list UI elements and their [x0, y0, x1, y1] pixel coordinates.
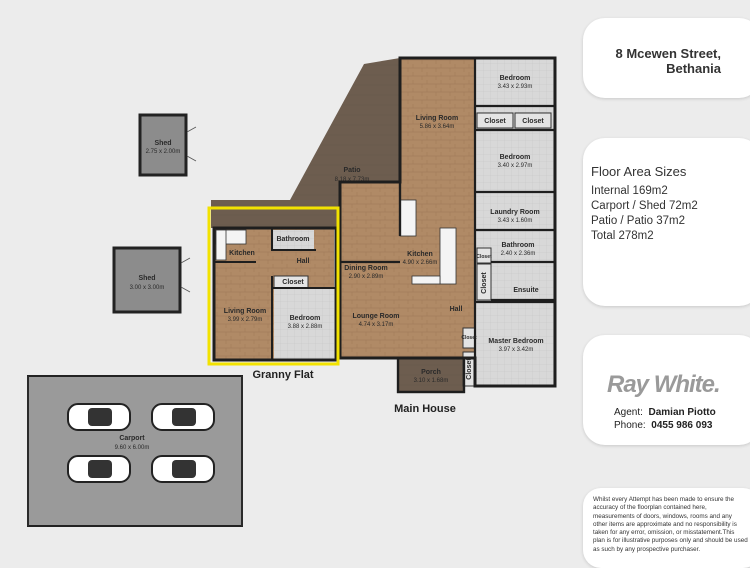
bedroom1-dims: 3.43 x 2.93m: [498, 84, 533, 90]
closet3-label: Closet: [476, 254, 492, 260]
laundry-label: Laundry Room: [490, 209, 539, 216]
floor-area-title: Floor Area Sizes: [591, 164, 687, 179]
ensuite-label: Ensuite: [513, 287, 538, 294]
agent-label: Agent:: [614, 407, 643, 418]
car-icon: [151, 403, 215, 431]
granny-flat-title: Granny Flat: [252, 369, 313, 381]
shed-small-label: Shed: [154, 140, 171, 147]
lounge-room-dims: 4.74 x 3.17m: [359, 322, 394, 328]
main-house-title: Main House: [394, 403, 456, 415]
porch-label: Porch: [421, 369, 441, 376]
gf-bedroom-label: Bedroom: [290, 315, 321, 322]
closet1-label: Closet: [484, 118, 506, 125]
address-line2: Bethania: [666, 61, 721, 76]
agent-phone[interactable]: 0455 986 093: [651, 420, 713, 431]
gf-hall-label: Hall: [297, 258, 310, 265]
car-icon: [67, 455, 131, 483]
phone-label: Phone:: [614, 420, 646, 431]
carport: Carport 9.60 x 6.00m: [27, 375, 243, 527]
disclaimer-card: Whilst every Attempt has been made to en…: [583, 488, 750, 568]
patio-label: Patio: [343, 167, 360, 174]
closet5-label: Closet: [461, 335, 477, 341]
dining-room-dims: 2.90 x 2.89m: [349, 274, 384, 280]
master-bedroom-label: Master Bedroom: [488, 338, 543, 345]
closet2-label: Closet: [522, 118, 544, 125]
bedroom2-label: Bedroom: [500, 154, 531, 161]
floor-area-line: Patio / Patio 37m2: [591, 215, 685, 227]
closet4-label: Closet: [481, 272, 488, 294]
carport-dims: 9.60 x 6.00m: [115, 445, 150, 451]
shed-large-dims: 3.00 x 3.00m: [130, 285, 165, 291]
kitchen-label: Kitchen: [407, 251, 433, 258]
gf-living-label: Living Room: [224, 308, 266, 315]
master-bedroom-dims: 3.97 x 3.42m: [499, 347, 534, 353]
shed-small: Shed 2.75 x 2.00m: [138, 113, 197, 177]
floor-area-line: Internal 169m2: [591, 185, 668, 197]
granny-flat-highlight: [207, 206, 340, 366]
gf-bathroom-label: Bathroom: [276, 236, 309, 243]
agent-name: Damian Piotto: [648, 407, 716, 418]
address-line1: 8 Mcewen Street,: [615, 46, 722, 61]
floor-area-card: Floor Area Sizes Internal 169m2 Carport …: [583, 138, 750, 306]
bedroom2-dims: 3.40 x 2.97m: [498, 163, 533, 169]
agent-card: Ray White. Agent: Damian Piotto Phone: 0…: [583, 335, 750, 445]
living-room-dims: 5.86 x 3.64m: [420, 124, 455, 130]
gf-living-dims: 3.99 x 2.79m: [228, 317, 263, 323]
main-house: Living Room 5.86 x 3.64m Kitchen 4.90 x …: [338, 56, 557, 394]
bathroom-label: Bathroom: [501, 242, 534, 249]
ray-white-logo: Ray White.: [607, 371, 721, 398]
porch-dims: 3.10 x 1.68m: [414, 378, 449, 384]
carport-label: Carport: [119, 435, 145, 442]
shed-small-dims: 2.75 x 2.00m: [146, 149, 181, 155]
car-icon: [67, 403, 131, 431]
shed-large-label: Shed: [138, 275, 155, 282]
disclaimer-text: Whilst every Attempt has been made to en…: [593, 496, 748, 553]
patio-dims: 8.18 x 7.73m: [335, 177, 370, 183]
gf-closet-label: Closet: [282, 279, 304, 286]
car-icon: [151, 455, 215, 483]
dining-room-label: Dining Room: [344, 265, 388, 272]
kitchen-dims: 4.90 x 2.66m: [403, 260, 438, 266]
shed-large: Shed 3.00 x 3.00m: [112, 246, 191, 314]
gf-kitchen-label: Kitchen: [229, 250, 255, 257]
closet6-label: Closet: [466, 358, 473, 380]
granny-flat: Kitchen Bathroom Hall Closet Living Room…: [207, 206, 340, 366]
living-room-label: Living Room: [416, 115, 458, 122]
gf-bedroom-dims: 3.88 x 2.88m: [288, 324, 323, 330]
bedroom1-label: Bedroom: [500, 75, 531, 82]
lounge-room-label: Lounge Room: [352, 313, 399, 320]
floor-area-line: Total 278m2: [591, 230, 654, 242]
hall-label: Hall: [450, 306, 463, 313]
laundry-dims: 3.43 x 1.60m: [498, 218, 533, 224]
floor-area-line: Carport / Shed 72m2: [591, 200, 698, 212]
address-card: 8 Mcewen Street, Bethania: [583, 18, 750, 98]
bathroom-dims: 2.40 x 2.36m: [501, 251, 536, 257]
